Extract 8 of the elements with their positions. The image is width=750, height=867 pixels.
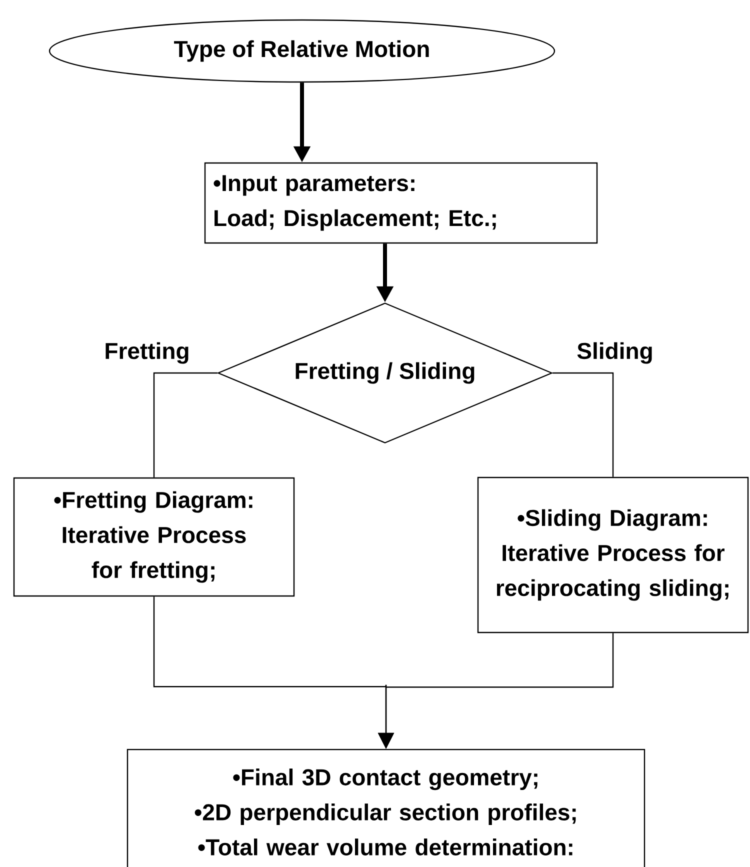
edge-label: Fretting: [103, 341, 191, 365]
result-box: •Final 3D contact geometry; •2D perpendicular section profiles; •Total wear volume determination:: [126, 748, 646, 867]
edge-label: Sliding: [576, 341, 654, 365]
connector-line: [153, 372, 218, 478]
process-box: •Input parameters: Load; Displacement; Etc.;: [204, 162, 598, 244]
process-box: •Sliding Diagram: Iterative Process for reciprocating sliding;: [477, 476, 749, 634]
connector-line: [552, 372, 614, 477]
process-box: •Fretting Diagram: Iterative Process for fretting;: [13, 477, 295, 597]
